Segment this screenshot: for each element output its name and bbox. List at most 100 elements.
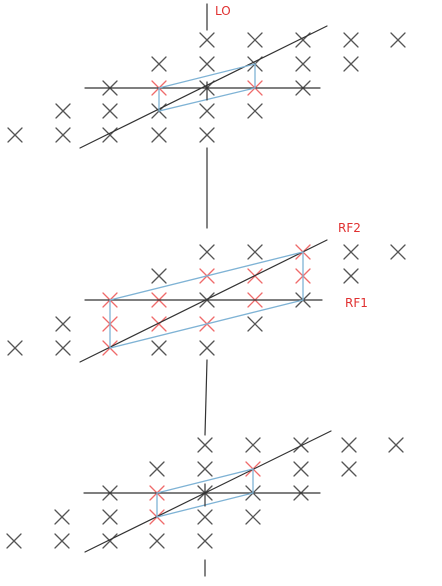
mark-stroke bbox=[247, 244, 263, 260]
mark-stroke bbox=[295, 56, 311, 72]
mark-stroke bbox=[102, 103, 118, 119]
lattice-mark bbox=[390, 244, 406, 260]
vertical-connector-lines bbox=[204, 3, 208, 577]
panel-bottom bbox=[6, 430, 404, 553]
connector-line bbox=[204, 359, 208, 436]
lattice-mark bbox=[199, 127, 215, 143]
lattice-mark bbox=[197, 461, 213, 477]
lattice-mark bbox=[55, 340, 71, 356]
mark-stroke bbox=[199, 244, 215, 260]
lattice-mark bbox=[7, 340, 23, 356]
mark-stroke bbox=[102, 533, 118, 549]
mark-stroke bbox=[151, 127, 167, 143]
mark-stroke bbox=[388, 437, 404, 453]
diagonal-axis bbox=[79, 239, 328, 363]
mark-stroke bbox=[197, 461, 213, 477]
mark-stroke bbox=[343, 244, 359, 260]
highlight-mark bbox=[151, 316, 167, 332]
mark-stroke bbox=[149, 533, 165, 549]
lattice-mark bbox=[197, 509, 213, 525]
mark-stroke bbox=[151, 340, 167, 356]
lattice-mark bbox=[55, 103, 71, 119]
lattice-mark bbox=[245, 509, 261, 525]
mark-stroke bbox=[197, 437, 213, 453]
lattice-mark bbox=[197, 533, 213, 549]
lattice-mark bbox=[149, 533, 165, 549]
lattice-mark bbox=[7, 127, 23, 143]
mark-stroke bbox=[199, 56, 215, 72]
lattice-mark bbox=[55, 316, 71, 332]
lattice-mark bbox=[343, 32, 359, 48]
mark-stroke bbox=[7, 340, 23, 356]
mark-stroke bbox=[390, 32, 406, 48]
mark-stroke bbox=[55, 340, 71, 356]
diagonal-axis bbox=[79, 25, 328, 149]
lattice-mark bbox=[149, 461, 165, 477]
mark-stroke bbox=[55, 316, 71, 332]
lattice-mark bbox=[102, 509, 118, 525]
lattice-mark bbox=[54, 533, 70, 549]
lattice-mark bbox=[295, 56, 311, 72]
lattice-mark bbox=[293, 437, 309, 453]
label-lo: LO bbox=[215, 4, 231, 18]
lattice-mark bbox=[197, 437, 213, 453]
mark-stroke bbox=[245, 509, 261, 525]
lattice-mark bbox=[293, 461, 309, 477]
mark-stroke bbox=[293, 437, 309, 453]
mark-stroke bbox=[54, 533, 70, 549]
mark-stroke bbox=[6, 533, 22, 549]
mark-stroke bbox=[199, 32, 215, 48]
lattice-mark bbox=[247, 103, 263, 119]
label-rf1: RF1 bbox=[345, 296, 368, 310]
mark-stroke bbox=[343, 268, 359, 284]
mark-stroke bbox=[199, 127, 215, 143]
lattice-mark bbox=[151, 340, 167, 356]
lattice-mark bbox=[151, 56, 167, 72]
mark-stroke bbox=[343, 32, 359, 48]
mark-stroke bbox=[341, 461, 357, 477]
lattice-mark bbox=[102, 103, 118, 119]
mark-stroke bbox=[55, 127, 71, 143]
lattice-mark bbox=[247, 32, 263, 48]
parallelogram bbox=[109, 251, 304, 349]
diagonal-axis bbox=[84, 430, 332, 553]
lattice-mark bbox=[343, 268, 359, 284]
mark-stroke bbox=[247, 32, 263, 48]
lattice-mark bbox=[341, 461, 357, 477]
lattice-mark bbox=[245, 437, 261, 453]
mark-stroke bbox=[293, 461, 309, 477]
mark-stroke bbox=[149, 461, 165, 477]
mark-stroke bbox=[7, 127, 23, 143]
mark-stroke bbox=[341, 437, 357, 453]
mark-stroke bbox=[102, 509, 118, 525]
mark-stroke bbox=[197, 509, 213, 525]
lattice-mark bbox=[151, 127, 167, 143]
lattice-mark bbox=[343, 56, 359, 72]
label-rf2: RF2 bbox=[338, 221, 361, 235]
lattice-mark bbox=[199, 340, 215, 356]
lattice-mark bbox=[55, 127, 71, 143]
mark-stroke bbox=[197, 533, 213, 549]
mark-stroke bbox=[54, 509, 70, 525]
parallelogram bbox=[158, 63, 256, 112]
mark-stroke bbox=[151, 268, 167, 284]
lattice-mark bbox=[199, 103, 215, 119]
mark-stroke bbox=[247, 316, 263, 332]
lattice-mark bbox=[102, 533, 118, 549]
lattice-mark bbox=[341, 437, 357, 453]
lattice-mark bbox=[199, 244, 215, 260]
mark-stroke bbox=[245, 437, 261, 453]
mark-stroke bbox=[199, 340, 215, 356]
lattice-mark bbox=[6, 533, 22, 549]
mark-stroke bbox=[199, 103, 215, 119]
mark-stroke bbox=[247, 103, 263, 119]
mark-stroke bbox=[151, 316, 167, 332]
lattice-mark bbox=[247, 244, 263, 260]
lattice-mark bbox=[54, 509, 70, 525]
mark-stroke bbox=[55, 103, 71, 119]
mark-stroke bbox=[151, 56, 167, 72]
lattice-mark bbox=[247, 316, 263, 332]
mark-stroke bbox=[390, 244, 406, 260]
